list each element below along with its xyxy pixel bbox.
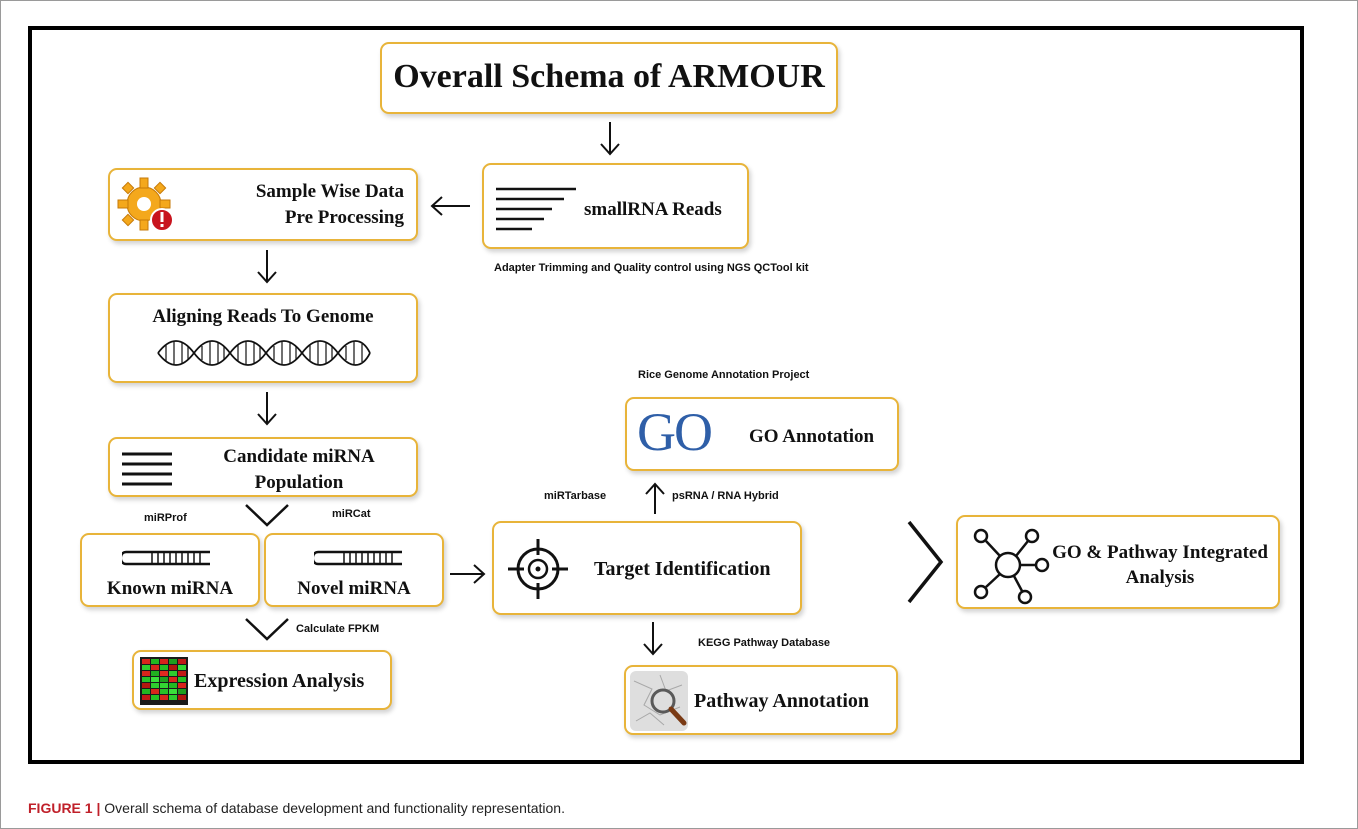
node-smallrna-label: smallRNA Reads [584,199,722,220]
heatmap-icon [140,657,188,705]
arrow-novel-to-target [450,564,486,584]
node-preprocessing-line1: Sample Wise Data [255,181,404,202]
node-known-mirna: Known miRNA [80,533,260,607]
hairpin-icon [122,550,210,566]
label-mirtarbase: miRTarbase [544,490,607,502]
text-lines-icon [496,187,576,231]
node-expression-label: Expression Analysis [194,670,365,692]
node-smallrna-reads: smallRNA Reads [482,163,749,249]
node-pathway-label: Pathway Annotation [694,690,870,712]
node-preprocessing-line2: Pre Processing [284,207,404,228]
node-integrated-line2: Analysis [1125,567,1195,588]
arrow-title-to-reads [600,122,620,156]
title-box: Overall Schema of ARMOUR [380,42,838,114]
node-go-annotation: GO GO Annotation [625,397,899,471]
node-novel-label: Novel miRNA [297,578,411,599]
label-mircat: miRCat [332,508,371,520]
node-target-label: Target Identification [594,558,771,580]
caption-text: Overall schema of database development a… [100,800,565,816]
figure-caption: FIGURE 1 | Overall schema of database de… [28,800,565,816]
label-adapter-trimming: Adapter Trimming and Quality control usi… [494,262,809,274]
node-integrated-line1: GO & Pathway Integrated [1052,542,1268,563]
chevron-right-icon [907,520,944,604]
arrow-reads-to-preprocess [430,196,470,216]
node-pathway-annotation: Pathway Annotation [624,665,898,735]
label-rice-genome: Rice Genome Annotation Project [638,369,810,381]
figure-label: FIGURE 1 | [28,800,101,816]
text-lines-icon [122,452,172,486]
dna-helix-icon [157,340,371,366]
node-align-genome: Aligning Reads To Genome [108,293,418,383]
gear-warning-icon [117,177,174,232]
diagram-title: Overall Schema of ARMOUR [393,58,825,95]
diagram-frame [28,26,1304,764]
label-psrna-hybrid: psRNA / RNA Hybrid [672,490,779,502]
arrow-align-to-candidate [257,392,277,426]
node-target-identification: Target Identification [492,521,802,615]
node-candidate-line1: Candidate miRNA [223,446,375,467]
label-calculate-fpkm: Calculate FPKM [296,623,380,635]
arrow-target-to-go [645,482,665,514]
chevron-down-fpkm-icon [245,618,289,641]
node-candidate-mirna: Candidate miRNA Population [108,437,418,497]
node-go-label: GO Annotation [749,426,875,447]
node-integrated-analysis: GO & Pathway Integrated Analysis [956,515,1280,609]
hairpin-icon [314,550,402,566]
pathway-map-icon [630,671,688,731]
node-align-label: Aligning Reads To Genome [152,306,374,327]
chevron-down-split-icon [245,504,289,527]
label-kegg: KEGG Pathway Database [698,637,831,649]
target-crosshair-icon [508,539,568,599]
label-mirprof: miRProf [144,512,187,524]
network-hub-icon [973,528,1050,605]
node-preprocessing: Sample Wise Data Pre Processing [108,168,418,241]
arrow-preprocess-to-align [257,250,277,284]
node-novel-mirna: Novel miRNA [264,533,444,607]
node-candidate-line2: Population [254,472,344,493]
node-known-label: Known miRNA [106,578,234,599]
arrow-target-to-pathway [643,622,663,656]
node-expression-analysis: Expression Analysis [132,650,392,710]
go-logo-icon: GO [637,402,713,462]
